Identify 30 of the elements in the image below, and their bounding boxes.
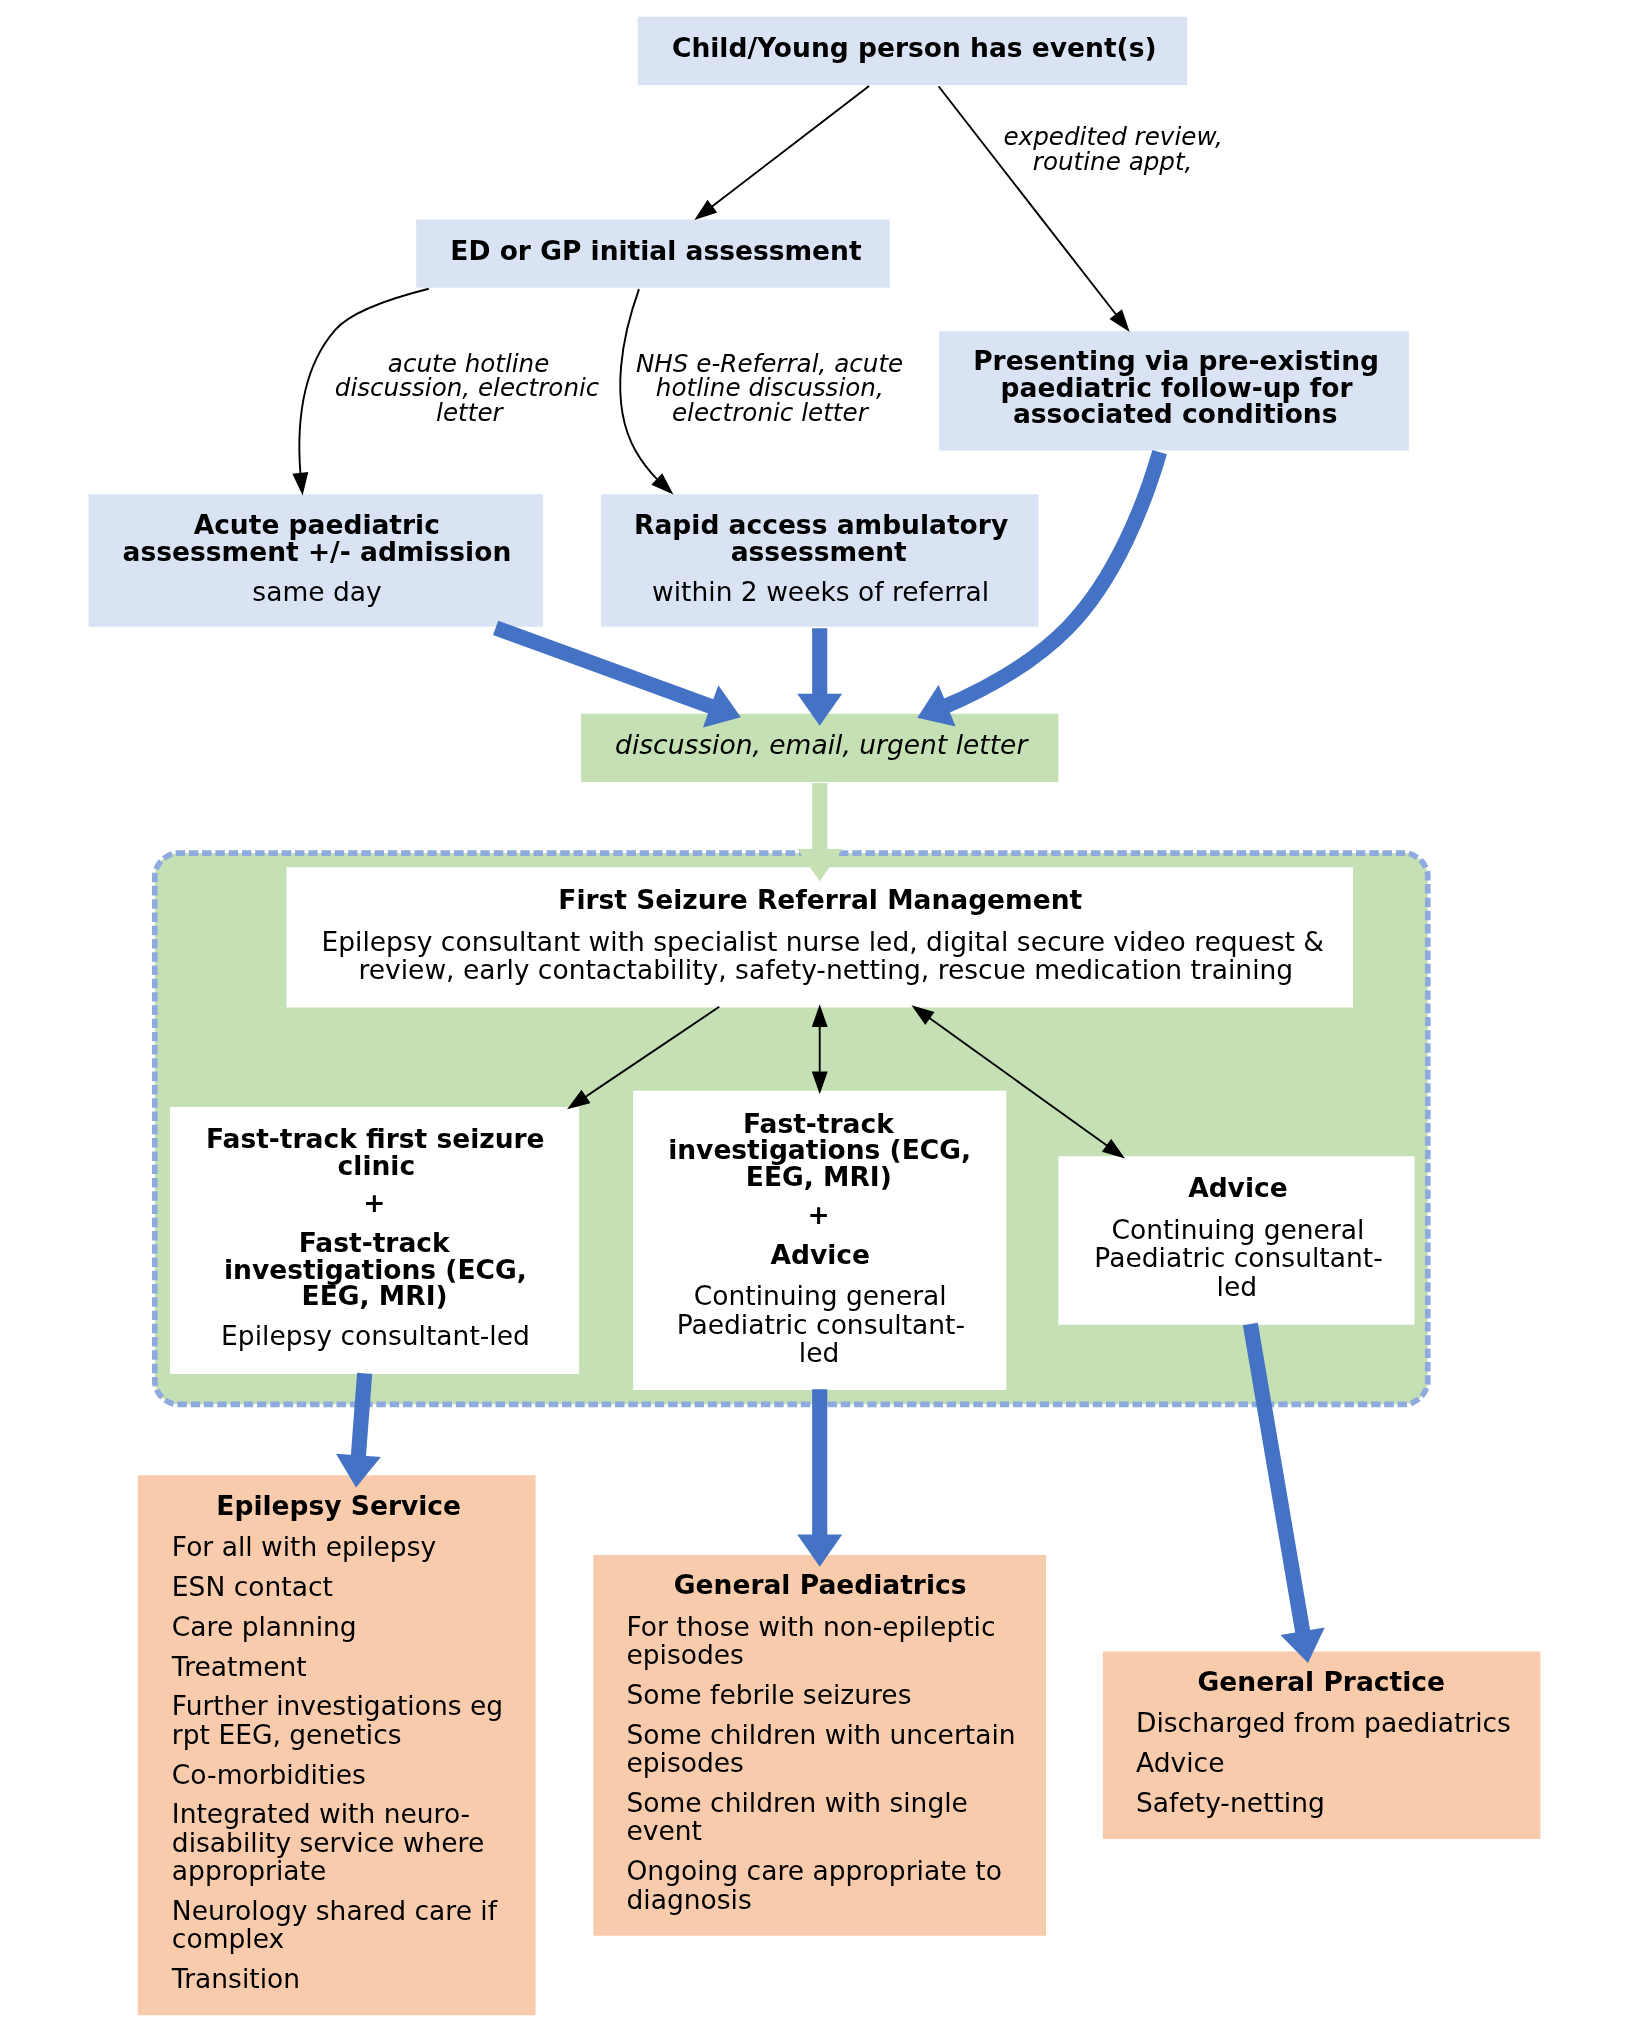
- node-box: First Seizure Referral Management Epilepsy consultant with specialist nurse led, digital secure video request & review, early contactability, safety-netting, rescue medication training: [285, 867, 1353, 1008]
- arrow: [796, 783, 842, 882]
- node-box: Fast-track investigations (ECG, EEG, MRI) + Advice Continuing general Paediatric consultant-led: [632, 1090, 1006, 1391]
- node-box: Presenting via pre-existing paediatric follow-up for associated conditions: [936, 329, 1411, 453]
- node-box: Rapid access ambulatory assessment within 2 weeks of referral: [598, 492, 1040, 629]
- arrow: [291, 287, 430, 496]
- node-box: discussion, email, urgent letter: [578, 711, 1060, 784]
- node-box: Fast-track first seizure clinic + Fast-track investigations (ECG, EEG, MRI) Epilepsy consultant-led: [169, 1106, 579, 1374]
- arrow: [566, 1005, 720, 1110]
- arrow: [618, 288, 673, 495]
- node-box: General Practice Discharged from paediatrics Advice Safety-netting: [1100, 1649, 1542, 1841]
- arrow: [811, 1004, 828, 1095]
- arrow: [1242, 1322, 1325, 1663]
- arrow: [796, 628, 842, 726]
- node-box: Acute paediatric assessment +/- admission same day: [86, 492, 545, 629]
- node-box: Advice Continuing general Paediatric consultant-led: [1057, 1156, 1414, 1325]
- arrow: [796, 1389, 842, 1567]
- node-box: General Paediatrics For those with non-epileptic episodes Some febrile seizures Some children with uncertain episodes Some children with single event Ongoing care appropriate to diagnosis: [590, 1553, 1048, 1938]
- arrow: [693, 85, 870, 220]
- edge-label: acute hotline discussion, electronic letter: [334, 348, 599, 428]
- edge-label: expedited review, routine appt,: [1002, 122, 1223, 177]
- arrow: [492, 620, 741, 728]
- edge-label: NHS e-Referral, acute hotline discussion, electronic letter: [635, 348, 903, 428]
- node-box: ED or GP initial assessment: [413, 217, 892, 290]
- arrow: [937, 85, 1130, 333]
- node-box: Epilepsy Service For all with epilepsy ESN contact Care planning Treatment Further investigations eg rpt EEG, genetics Co-morbidities Integrated with neuro-disability service where appropriate Neurology shared care if complex Transition: [135, 1473, 537, 2018]
- arrow: [335, 1372, 381, 1488]
- arrow: [916, 449, 1167, 727]
- arrow: [910, 1005, 1125, 1159]
- node-box: Child/Young person has event(s): [635, 14, 1189, 87]
